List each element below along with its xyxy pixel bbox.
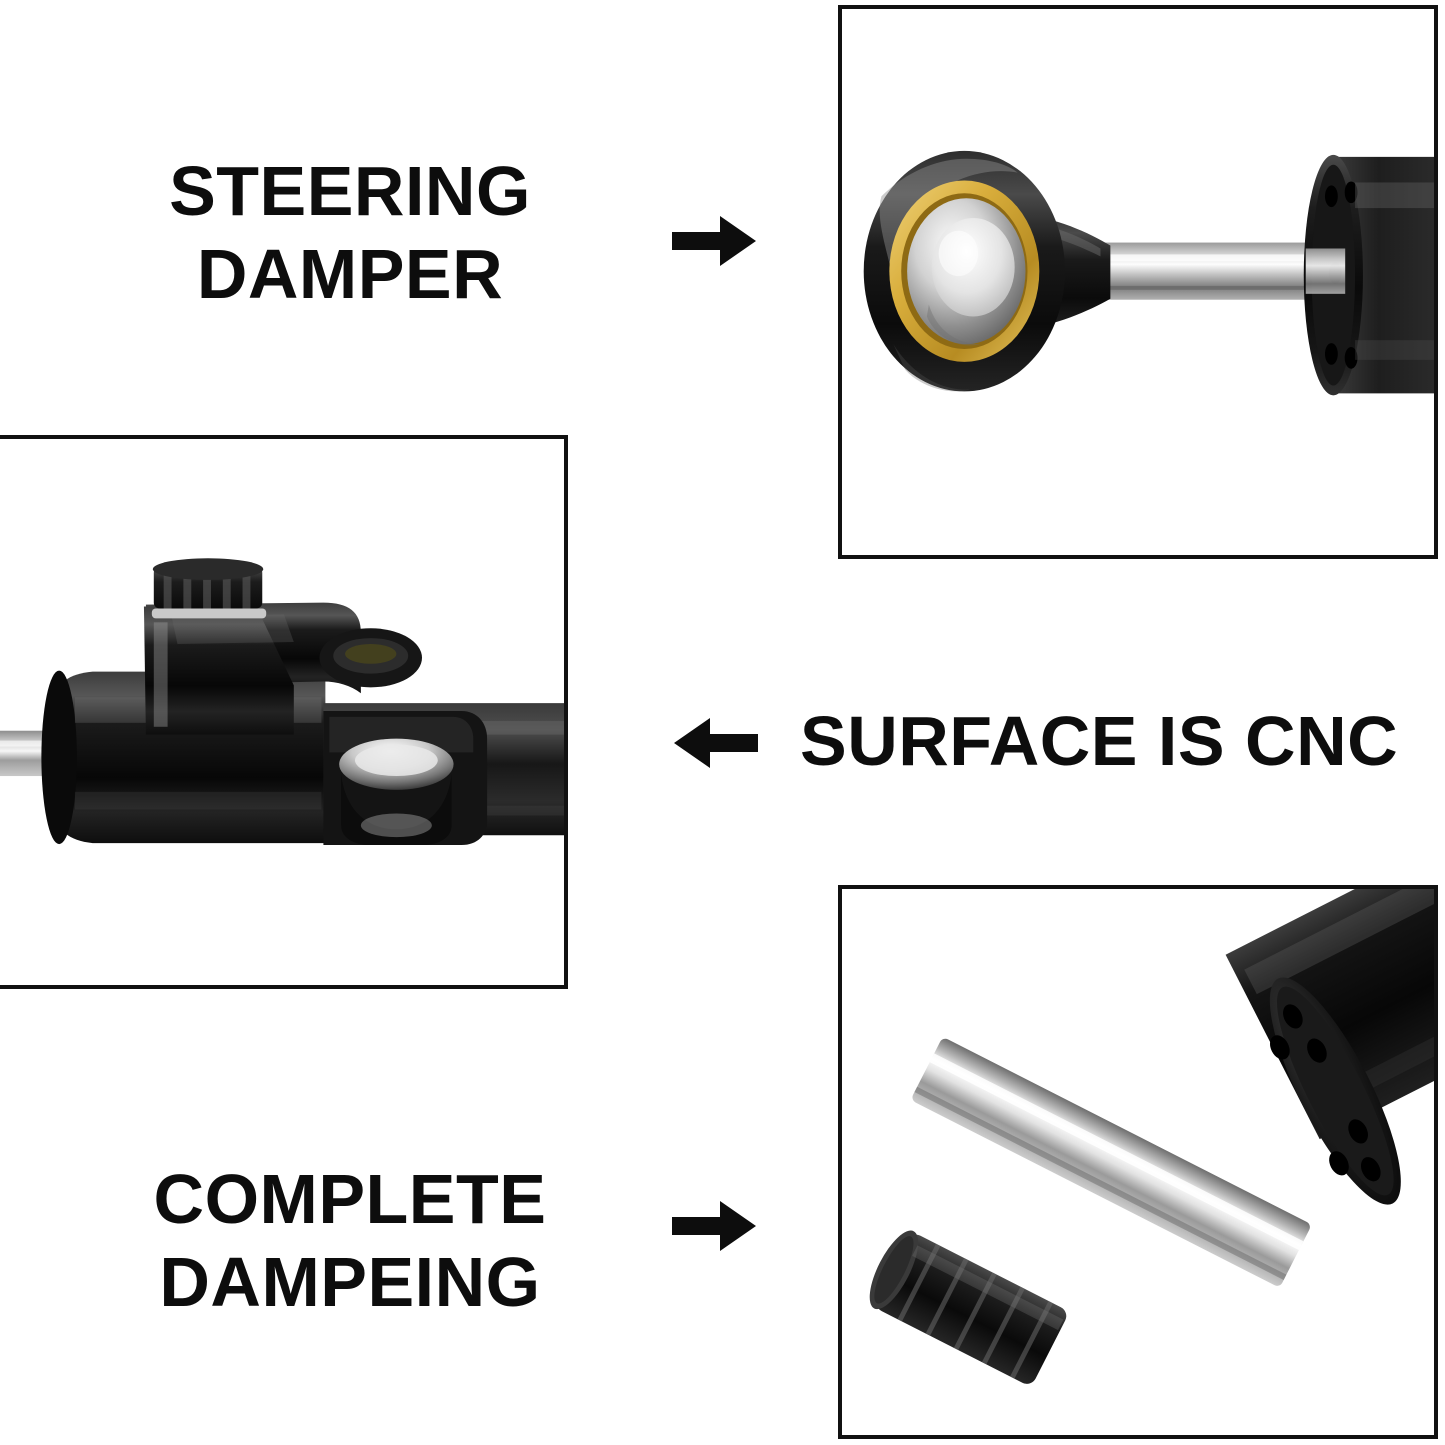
rod-end-illustration bbox=[863, 150, 1434, 396]
damper-shaft-illustration bbox=[869, 889, 1434, 1384]
feature-label-complete-dampeing: COMPLETE DAMPEING bbox=[153, 1160, 547, 1321]
arrow-right-icon-bottom bbox=[670, 1195, 758, 1257]
clamp-collar-shape bbox=[323, 711, 488, 846]
feature-label-surface-is-cnc: SURFACE IS CNC bbox=[800, 702, 1399, 780]
arrow-left-icon-middle bbox=[672, 712, 760, 774]
panel-rod-end bbox=[838, 5, 1438, 559]
adjuster-knob-shape bbox=[151, 558, 267, 619]
cnc-mount-illustration bbox=[0, 558, 564, 846]
feature-label-steering-damper: STEERING DAMPER bbox=[169, 152, 531, 313]
panel-cnc-mount bbox=[0, 435, 568, 989]
panel-damper-shaft bbox=[838, 885, 1438, 1439]
arrow-right-icon-top bbox=[670, 210, 758, 272]
